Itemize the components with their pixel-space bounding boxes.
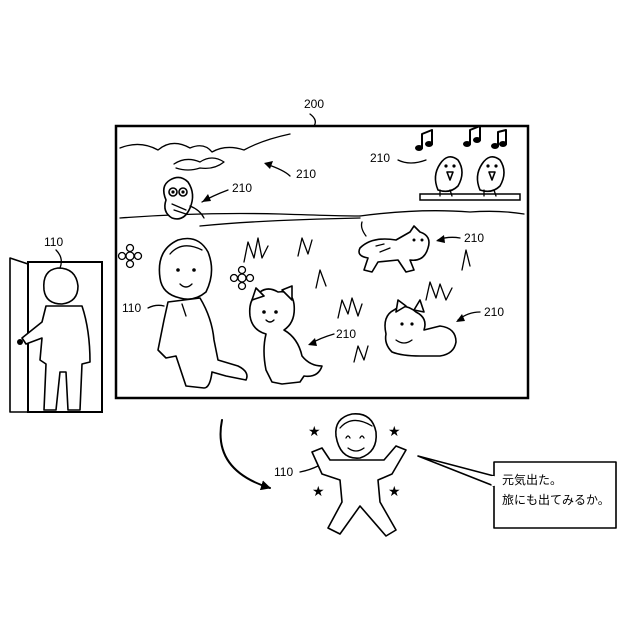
screen-person-label: 110	[122, 301, 141, 315]
svg-text:★: ★	[312, 484, 325, 500]
screen-label: 200	[304, 97, 324, 111]
screen-leader	[310, 114, 315, 126]
door-person-leader	[56, 250, 61, 268]
person-at-door	[22, 268, 90, 410]
speech-bubble	[418, 456, 616, 528]
cat-label: 210	[464, 231, 484, 245]
svg-text:★: ★	[308, 424, 321, 440]
sky-label: 210	[296, 167, 316, 181]
birds-label: 210	[370, 151, 390, 165]
transition-arrow	[221, 420, 270, 488]
svg-text:★: ★	[388, 424, 401, 440]
cheerful-person-label: 110	[274, 465, 293, 479]
speech-line-2: 旅にも出てみるか。	[502, 493, 610, 507]
svg-text:★: ★	[388, 484, 401, 500]
speech-line-1: 元気出た。	[502, 472, 562, 487]
cheerful-person-leader	[300, 466, 318, 472]
dog-label: 210	[336, 327, 356, 341]
owl-label: 210	[232, 181, 252, 195]
door-person-label: 110	[44, 235, 63, 249]
lying-dog-label: 210	[484, 305, 504, 319]
